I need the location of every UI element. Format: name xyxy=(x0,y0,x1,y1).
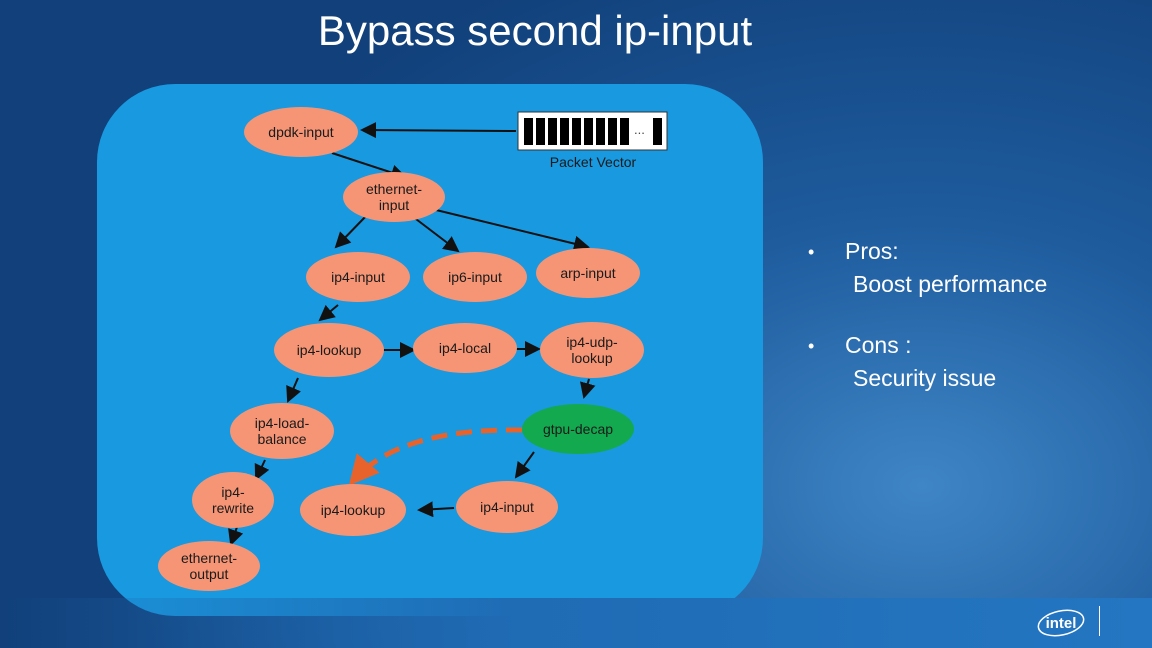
node-arp-input: arp-input xyxy=(536,248,640,298)
bypass-dashed-arrow xyxy=(348,427,523,486)
node-ip4-lookup-top: ip4-lookup xyxy=(274,323,384,377)
bullet-cons-head: Cons : xyxy=(845,332,912,358)
intel-logo-icon: intel xyxy=(1037,609,1085,637)
node-ip4-input-bottom: ip4-input xyxy=(456,481,558,533)
edge-rewrite-to-output xyxy=(228,526,244,546)
slide-title: Bypass second ip-input xyxy=(317,7,753,54)
edge-ip4input-to-lookup xyxy=(417,501,455,518)
edge-gtpu-to-ip4input xyxy=(514,451,535,479)
edge-ip4-to-lookup xyxy=(318,304,339,322)
packet-vector-box: ... xyxy=(517,111,668,151)
bullet-dot: • xyxy=(808,242,815,262)
edge-lookup-to-loadbalance xyxy=(286,377,301,403)
bullet-cons-sub: Security issue xyxy=(853,365,997,391)
edge-ethernet-to-ip4 xyxy=(334,213,369,249)
packet-vector-label: Packet Vector xyxy=(549,154,637,170)
edge-ethernet-to-ip6 xyxy=(411,215,460,253)
edge-loadbalance-to-rewrite xyxy=(254,459,270,481)
node-ip6-input: ip6-input xyxy=(423,252,527,302)
node-dpdk-input: dpdk-input xyxy=(244,107,358,157)
logo-divider xyxy=(1099,606,1100,636)
node-ip4-rewrite: ip4- rewrite xyxy=(192,472,274,528)
bullet-pros-head: Pros: xyxy=(845,238,899,264)
packet-vector-ellipsis: ... xyxy=(634,122,645,137)
node-ethernet-output: ethernet- output xyxy=(158,541,260,591)
edge-vector-to-dpdk xyxy=(360,122,517,139)
node-gtpu-decap: gtpu-decap xyxy=(522,404,634,454)
edge-udp-to-gtpu xyxy=(580,378,596,399)
node-ip4-load-balance: ip4-load- balance xyxy=(230,403,334,459)
bullet-dot: • xyxy=(808,336,815,356)
node-ip4-input-top: ip4-input xyxy=(306,252,410,302)
node-ethernet-input: ethernet- input xyxy=(343,172,445,222)
node-ip4-udp-lookup: ip4-udp- lookup xyxy=(540,322,644,378)
node-ip4-lookup-bottom: ip4-lookup xyxy=(300,484,406,536)
footer-bar xyxy=(0,598,1152,648)
node-ip4-local: ip4-local xyxy=(413,323,517,373)
edge-ethernet-to-arp xyxy=(431,208,590,252)
svg-text:intel: intel xyxy=(1046,615,1077,632)
bullet-pros-sub: Boost performance xyxy=(853,271,1048,297)
